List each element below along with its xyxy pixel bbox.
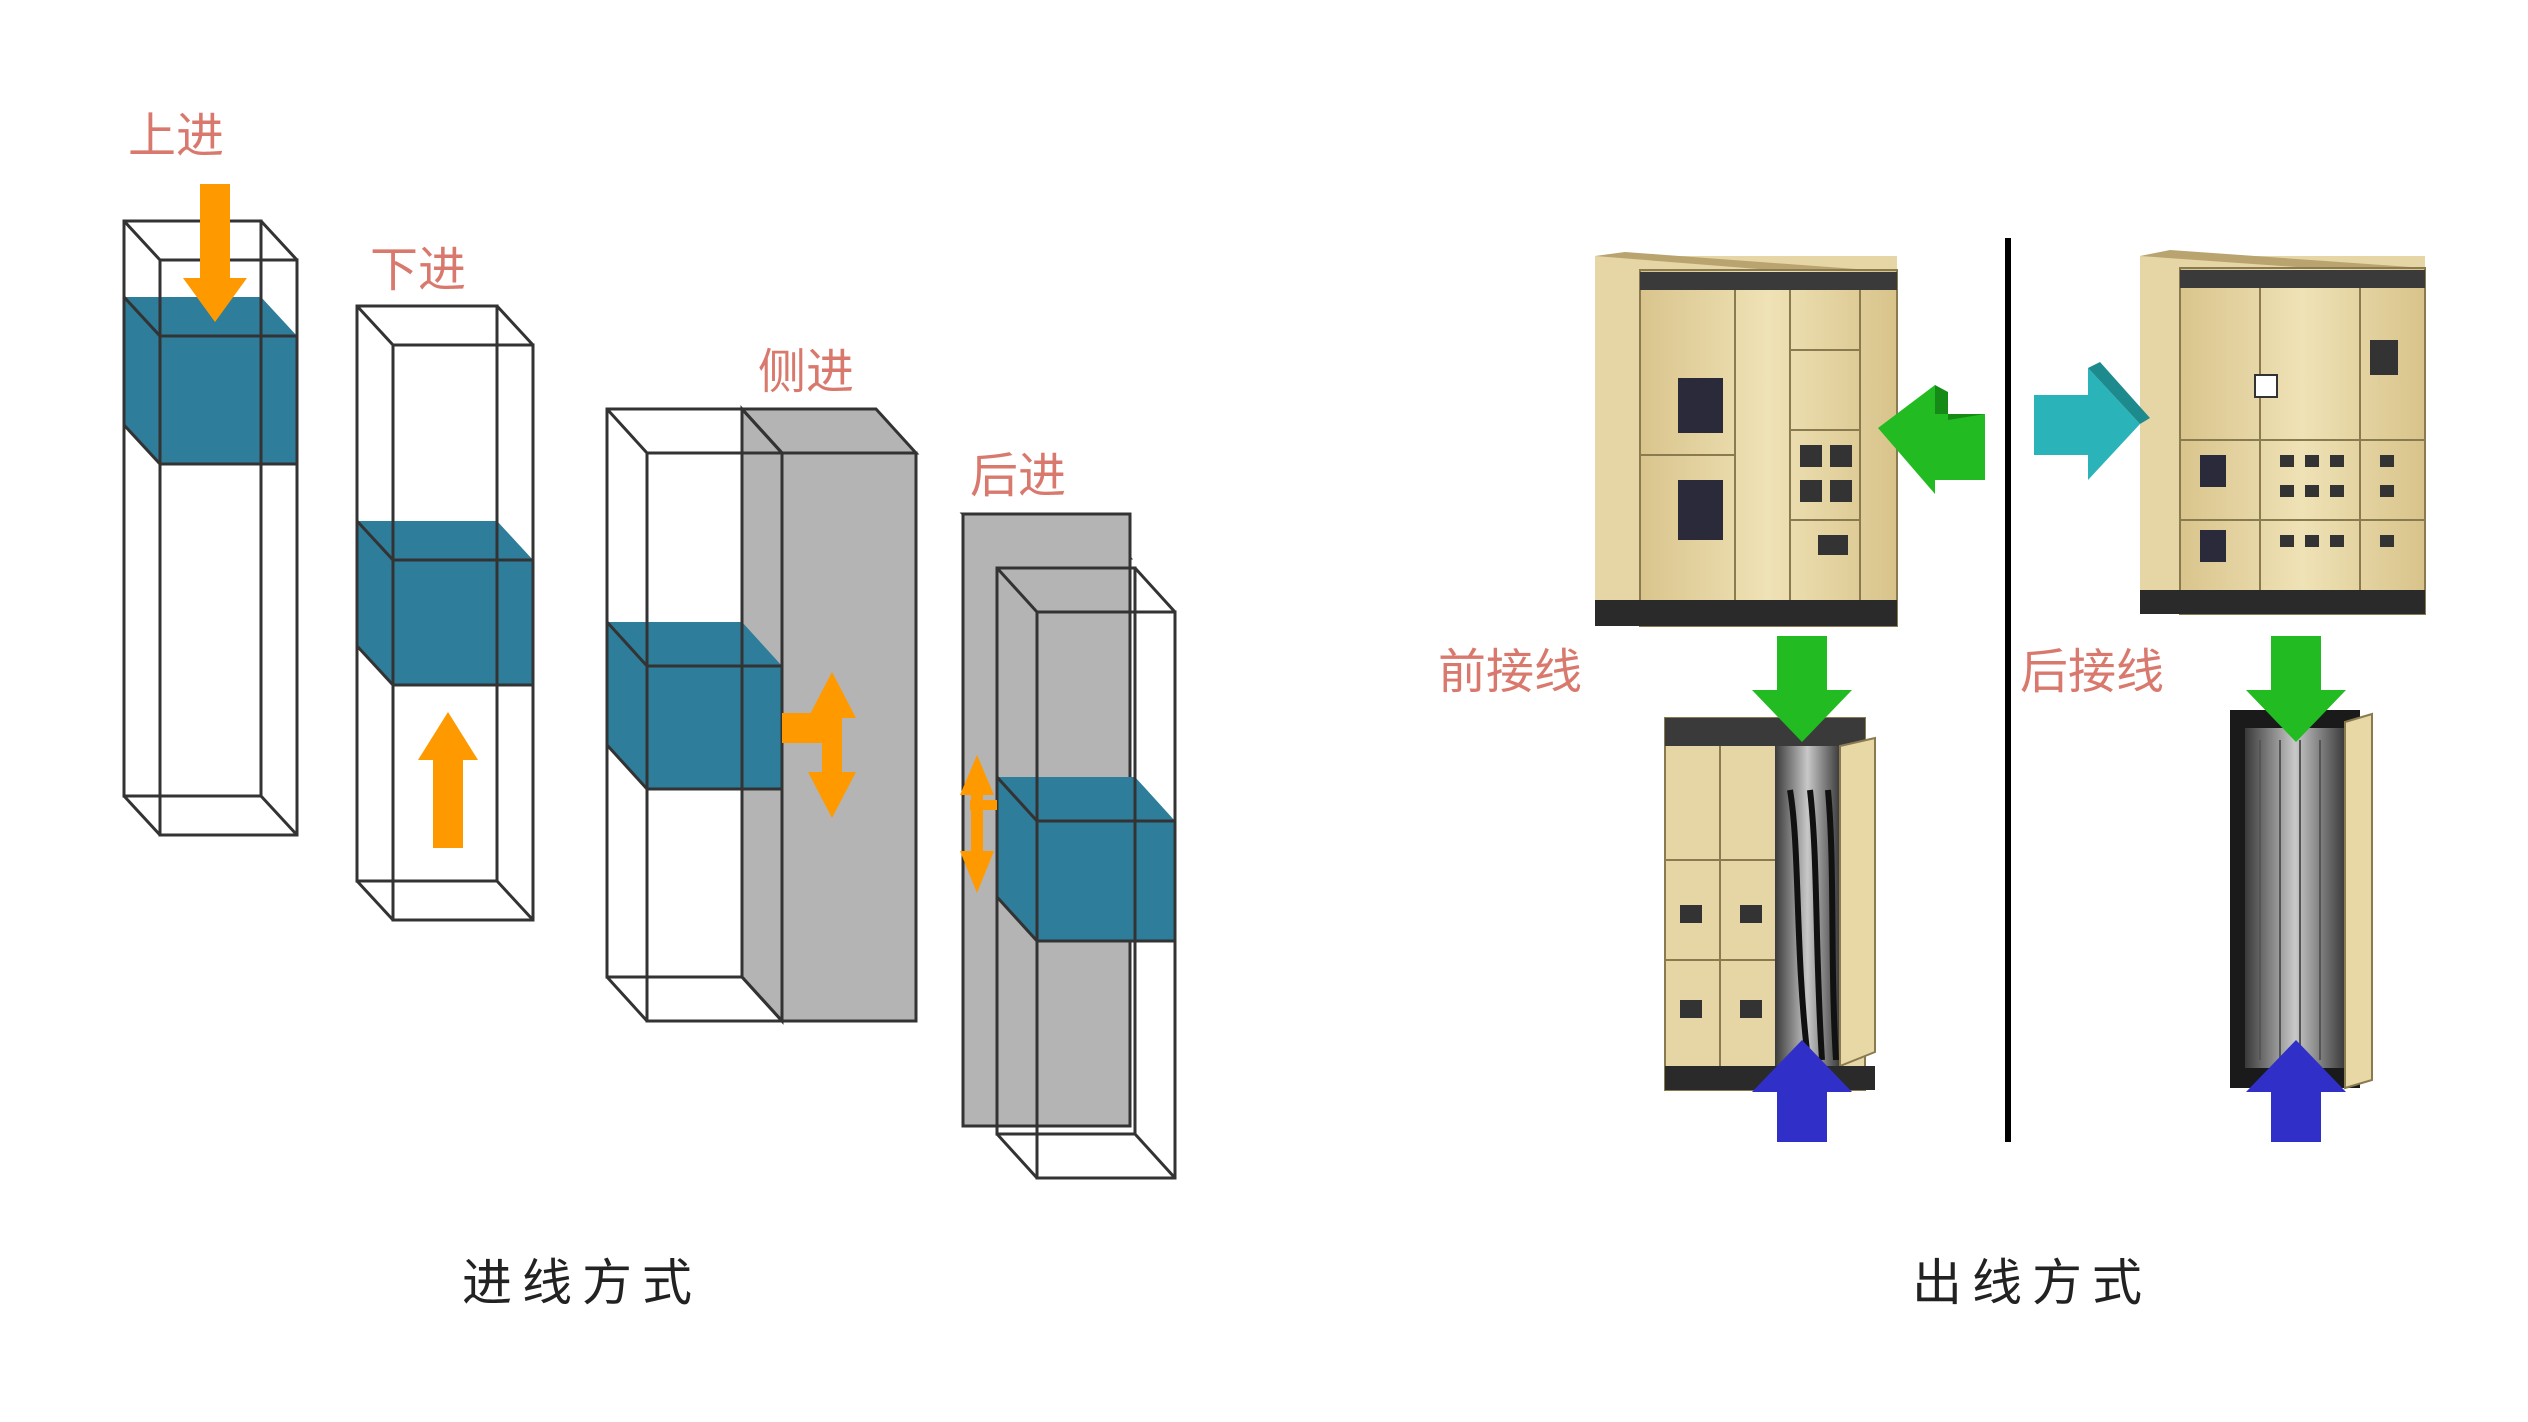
blue-up-arrow-icon bbox=[2246, 1040, 2346, 1142]
entry-block bbox=[124, 297, 160, 464]
blue-up-arrow-icon bbox=[1752, 1040, 1852, 1142]
down-arrow-icon bbox=[183, 184, 247, 322]
entry-block bbox=[997, 777, 1175, 821]
label-bottom-entry: 下进 bbox=[370, 242, 467, 298]
label-rear-entry: 后进 bbox=[970, 448, 1067, 504]
entry-block bbox=[607, 622, 782, 666]
cabinet-bottom-entry bbox=[355, 304, 535, 922]
up-arrow-icon bbox=[418, 712, 478, 848]
green-down-arrow-icon bbox=[2246, 636, 2346, 742]
entry-block bbox=[607, 622, 647, 789]
divider-line bbox=[2005, 238, 2011, 1142]
caption-outlet-method: 出线方式 bbox=[1912, 1254, 2152, 1312]
entry-block bbox=[1037, 821, 1175, 941]
label-rear-wiring: 后接线 bbox=[2020, 644, 2165, 700]
vertical-double-arrow-icon bbox=[960, 755, 997, 893]
caption-inlet-method: 进线方式 bbox=[462, 1254, 702, 1312]
entry-block bbox=[160, 336, 297, 464]
entry-block bbox=[357, 521, 393, 685]
front-cabinet-photo bbox=[1595, 252, 1898, 627]
entry-block bbox=[647, 666, 782, 789]
cabinet-side-entry bbox=[605, 405, 920, 1025]
green-down-arrow-icon bbox=[1752, 636, 1852, 742]
entry-block bbox=[393, 560, 533, 685]
label-top-entry: 上进 bbox=[128, 108, 225, 164]
side-arrow-icon bbox=[782, 672, 856, 818]
cyan-right-arrow-icon bbox=[2034, 362, 2150, 480]
entry-block bbox=[124, 297, 297, 336]
label-front-wiring: 前接线 bbox=[1438, 644, 1583, 700]
front-cabinet-open-photo bbox=[1664, 717, 1876, 1091]
entry-block bbox=[357, 521, 533, 560]
cabinet-rear-entry bbox=[959, 512, 1177, 1180]
cabinet-top-entry bbox=[122, 184, 299, 837]
label-side-entry: 侧进 bbox=[758, 344, 855, 400]
green-left-arrow-icon bbox=[1878, 385, 1985, 494]
entry-block bbox=[997, 777, 1037, 941]
rear-cabinet-photo bbox=[2140, 250, 2426, 615]
rear-cabinet-open-photo bbox=[2230, 710, 2373, 1090]
